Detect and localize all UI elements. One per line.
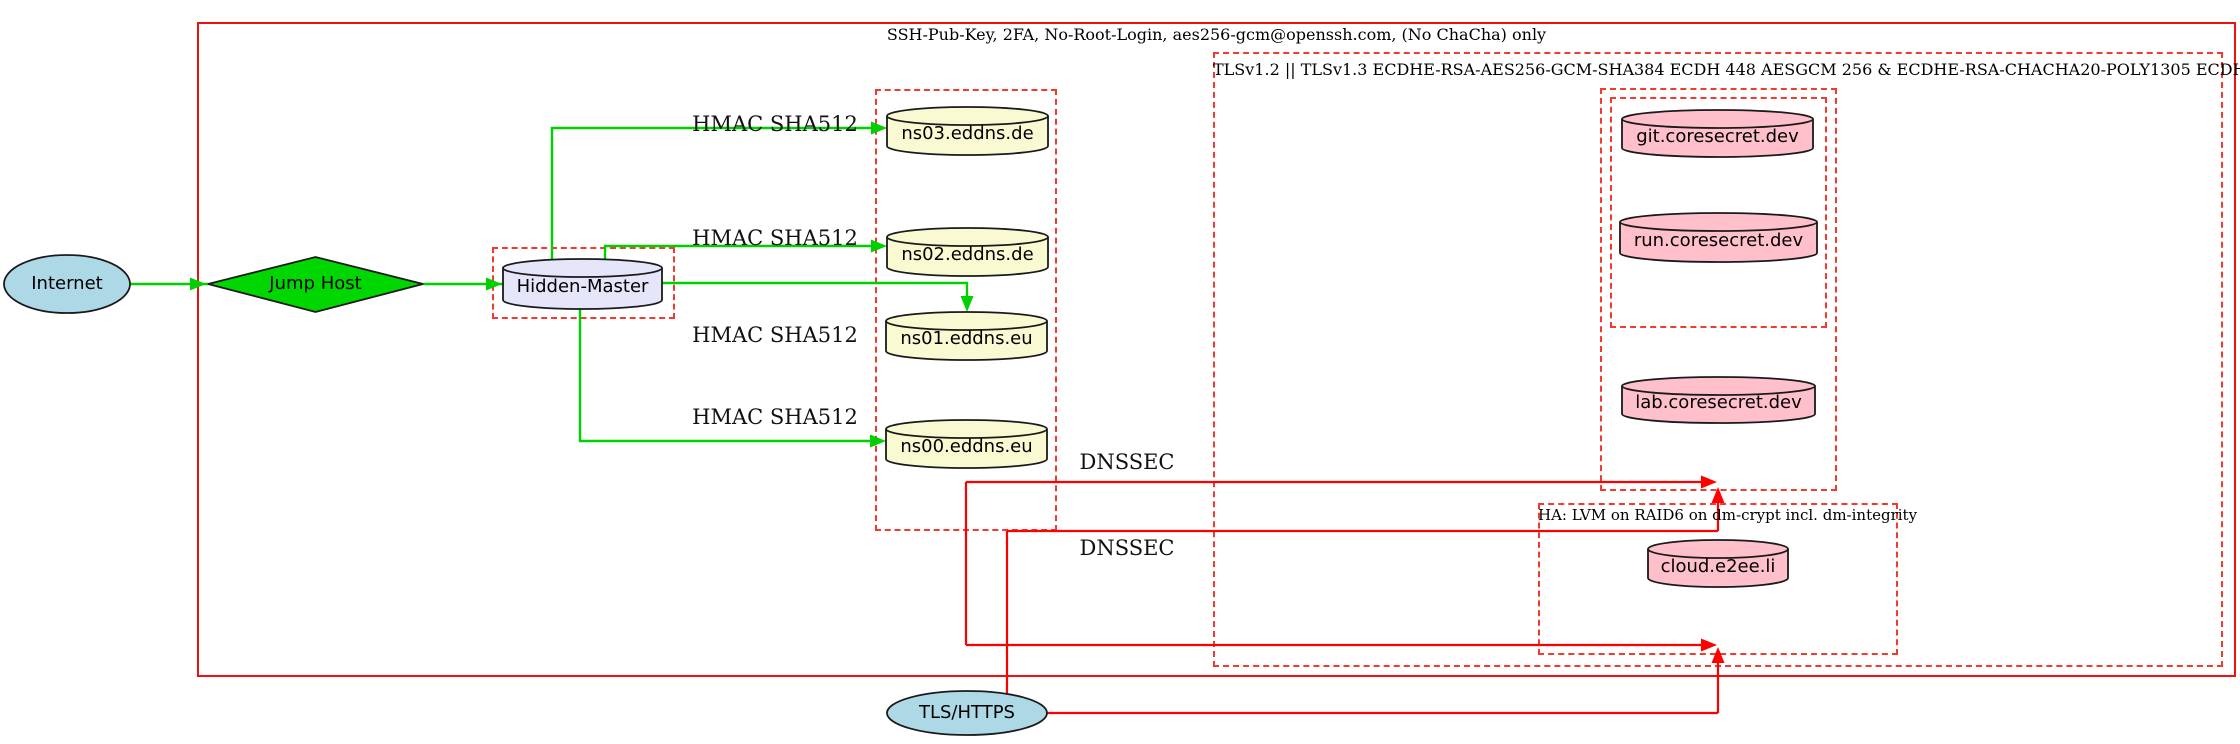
node-shapes xyxy=(3,106,1818,736)
edge-hm-ns03 xyxy=(550,126,871,259)
ns01-cylinder xyxy=(885,311,1048,361)
arrowhead-into-ns02 xyxy=(871,239,887,253)
node-cloud-label: cloud.e2ee.li xyxy=(1660,556,1776,577)
red-arrowheads xyxy=(1701,475,1725,663)
ns01-cylinder-rim xyxy=(885,320,1048,331)
cluster-coresecret-inner-box xyxy=(1610,97,1827,328)
edge-tlshttps-coresecret xyxy=(1007,502,1720,533)
arrowhead-into-ns01 xyxy=(960,296,974,312)
tls-https-ellipse xyxy=(886,690,1048,736)
edge-tlshttps-ha xyxy=(1047,662,1720,715)
arrowhead-into-cluster xyxy=(190,277,206,291)
ns03-cylinder-rim xyxy=(886,115,1049,126)
arrowhead-tls-ha xyxy=(1711,647,1725,663)
node-ns01-label: ns01.eddns.eu xyxy=(900,328,1033,349)
edge-label-dnssec-1: DNSSEC xyxy=(1079,450,1175,474)
green-arrowheads xyxy=(190,121,974,448)
hidden-master-cylinder xyxy=(502,258,663,310)
arrowhead-into-ns03 xyxy=(871,121,887,135)
cloud-cylinder xyxy=(1647,539,1789,588)
edge-label-hmac-ns00: HMAC SHA512 xyxy=(692,405,858,429)
arrowhead-into-ns00 xyxy=(870,434,886,448)
cluster-ssh-label: SSH-Pub-Key, 2FA, No-Root-Login, aes256-… xyxy=(886,25,1547,44)
cluster-ssh-box xyxy=(197,22,2236,677)
cluster-ha-label: HA: LVM on RAID6 on dm-crypt incl. dm-in… xyxy=(1538,506,1918,524)
node-git-label: git.coresecret.dev xyxy=(1636,126,1799,147)
edge-hm-ns00 xyxy=(578,309,870,443)
node-internet-label: Internet xyxy=(31,273,103,294)
git-cylinder-rim xyxy=(1621,118,1814,129)
node-run-label: run.coresecret.dev xyxy=(1633,230,1804,251)
edge-label-hmac-ns02: HMAC SHA512 xyxy=(692,226,858,250)
node-lab-label: lab.coresecret.dev xyxy=(1635,392,1802,413)
node-ns00-label: ns00.eddns.eu xyxy=(900,436,1033,457)
ns00-cylinder-rim xyxy=(885,428,1048,439)
ns00-cylinder xyxy=(885,419,1048,469)
ns02-cylinder-rim xyxy=(886,236,1049,247)
node-hidden-master-label: Hidden-Master xyxy=(516,276,649,297)
node-jump-host-label: Jump Host xyxy=(269,273,362,294)
arrowhead-dnssec-ha xyxy=(1701,638,1717,652)
cloud-cylinder-rim xyxy=(1647,548,1789,559)
jump-host-diamond xyxy=(207,256,424,313)
hidden-master-cylinder-rim xyxy=(502,267,663,278)
edge-hm-ns02 xyxy=(603,244,871,259)
git-cylinder xyxy=(1621,109,1814,158)
node-ns02-label: ns02.eddns.de xyxy=(901,244,1034,265)
ns03-cylinder xyxy=(886,106,1049,156)
run-cylinder xyxy=(1619,212,1818,263)
arrowhead-tls-coresecret xyxy=(1711,487,1725,503)
run-cylinder-rim xyxy=(1619,221,1818,232)
edge-label-hmac-ns03: HMAC SHA512 xyxy=(692,112,858,136)
lab-cylinder-rim xyxy=(1621,385,1816,396)
internet-ellipse xyxy=(3,254,131,314)
red-edges xyxy=(964,480,1720,715)
lab-cylinder xyxy=(1621,376,1816,424)
edge-hm-ns01 xyxy=(662,281,969,297)
node-tls-https-label: TLS/HTTPS xyxy=(918,702,1015,723)
ns02-cylinder xyxy=(886,227,1049,277)
edge-label-dnssec-2: DNSSEC xyxy=(1079,536,1175,560)
edge-label-hmac-ns01: HMAC SHA512 xyxy=(692,323,858,347)
cluster-tls-label: TLSv1.2 || TLSv1.3 ECDHE-RSA-AES256-GCM-… xyxy=(1213,60,2240,79)
node-ns03-label: ns03.eddns.de xyxy=(901,123,1034,144)
arrowhead-dnssec-coresecret xyxy=(1701,475,1717,489)
arrowhead-into-hiddenmaster xyxy=(486,277,502,291)
